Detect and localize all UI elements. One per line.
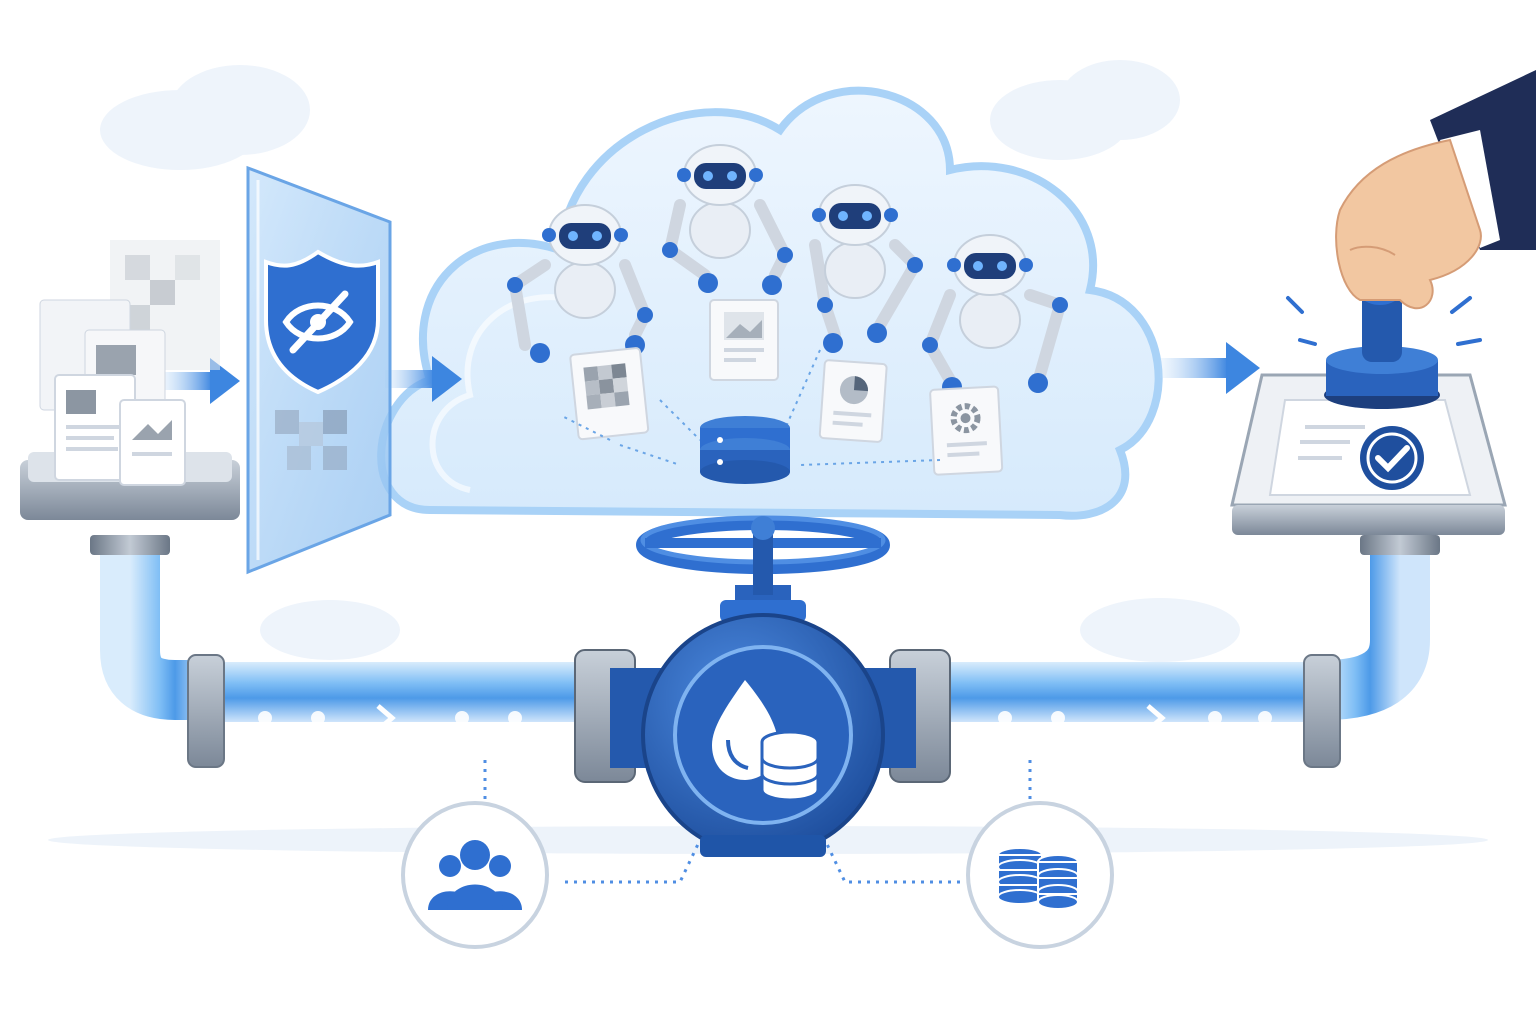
- approval-stamp-station: [1230, 245, 1507, 535]
- robot-document-chart: [818, 359, 888, 443]
- badge-check-icon: [1360, 426, 1424, 490]
- robot-2: [662, 144, 793, 295]
- privacy-shield-panel: [246, 165, 392, 575]
- people-node: [401, 801, 549, 949]
- flow-arrow-3: [1160, 342, 1260, 394]
- database-node: [966, 801, 1114, 949]
- document-stack: [20, 240, 240, 520]
- people-icon: [428, 840, 522, 910]
- robot-4: [922, 234, 1068, 397]
- drop-coins-icon: [712, 680, 820, 802]
- eye-slash-shield-icon: [264, 249, 380, 395]
- robot-document-image: [709, 299, 779, 381]
- robot-document-pixelated: [569, 347, 650, 441]
- cloud-database-icon: [559, 349, 941, 484]
- flow-arrow-2: [385, 356, 462, 402]
- robot-document-gear: [929, 385, 1004, 476]
- robot-1: [507, 204, 653, 363]
- robot-3: [809, 184, 923, 353]
- pipeline: [90, 535, 1440, 768]
- database-coins-icon: [997, 847, 1079, 910]
- hand-icon: [1335, 70, 1536, 310]
- valve: [574, 515, 951, 857]
